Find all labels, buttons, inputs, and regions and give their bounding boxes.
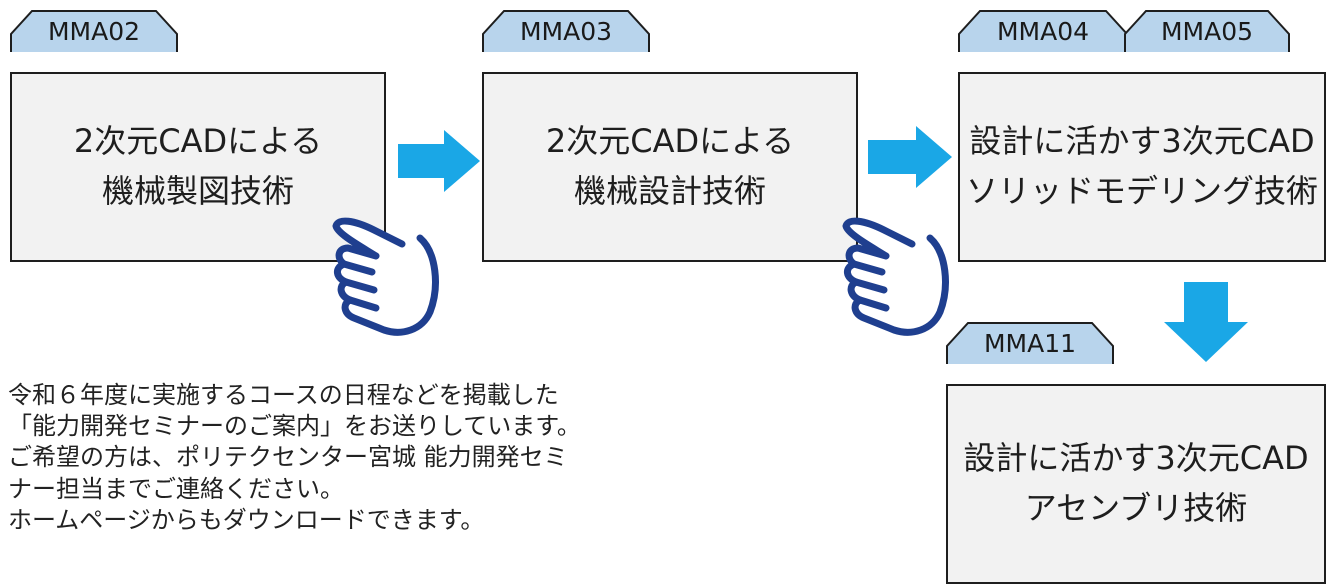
course-title-line: 2次元CADによる (545, 122, 795, 161)
course-title-line: アセンブリ技術 (1024, 489, 1248, 527)
arrow-down-icon (1164, 282, 1248, 362)
course-tab-mma02[interactable]: MMA02 (10, 10, 178, 52)
course-tab-mma11[interactable]: MMA11 (946, 322, 1114, 364)
tab-shape (1124, 10, 1290, 52)
course-tab-mma03[interactable]: MMA03 (482, 10, 650, 52)
info-line: ご希望の方は、ポリテクセンター宮城 能力開発セミ (8, 443, 568, 472)
course-tab-mma04[interactable]: MMA04 (958, 10, 1128, 52)
course-box-mma02[interactable]: 2次元CADによる 機械製図技術 (10, 72, 386, 262)
arrow-right-icon (398, 130, 480, 192)
course-title-line: 設計に活かす3次元CAD (969, 122, 1315, 161)
course-code: MMA11 (983, 328, 1077, 358)
info-line: 「能力開発セミナーのご案内」をお送りしています。 (8, 412, 581, 441)
course-code: MMA05 (1160, 16, 1254, 46)
info-line: ホームページからもダウンロードできます。 (8, 505, 485, 534)
tab-shape (482, 10, 650, 52)
course-box-mma11[interactable]: 設計に活かす3次元CAD アセンブリ技術 (946, 384, 1326, 584)
course-title-line: 2次元CADによる (73, 122, 323, 161)
course-box-mma03[interactable]: 2次元CADによる 機械設計技術 (482, 72, 858, 262)
course-box-mma04-mma05[interactable]: 設計に活かす3次元CAD ソリッドモデリング技術 (958, 72, 1326, 262)
course-title-line: ソリッドモデリング技術 (965, 172, 1318, 210)
course-code: MMA04 (996, 16, 1090, 46)
info-text: 令和６年度に実施するコースの日程などを掲載した 「能力開発セミナーのご案内」をお… (8, 380, 581, 536)
arrow-right-icon (868, 126, 952, 188)
pointing-hand-icon (842, 217, 949, 336)
pointing-hand-icon (332, 217, 439, 336)
course-title-line: 設計に活かす3次元CAD (963, 439, 1309, 478)
course-title-line: 機械設計技術 (573, 172, 766, 210)
info-line: ナー担当までご連絡ください。 (8, 474, 344, 503)
course-title-line: 機械製図技術 (101, 172, 294, 210)
tab-shape (946, 322, 1114, 364)
course-code: MMA02 (47, 16, 141, 46)
course-code: MMA03 (519, 16, 613, 46)
info-line: 令和６年度に実施するコースの日程などを掲載した (8, 381, 559, 409)
tab-shape (10, 10, 178, 52)
course-tab-mma05[interactable]: MMA05 (1124, 10, 1290, 52)
